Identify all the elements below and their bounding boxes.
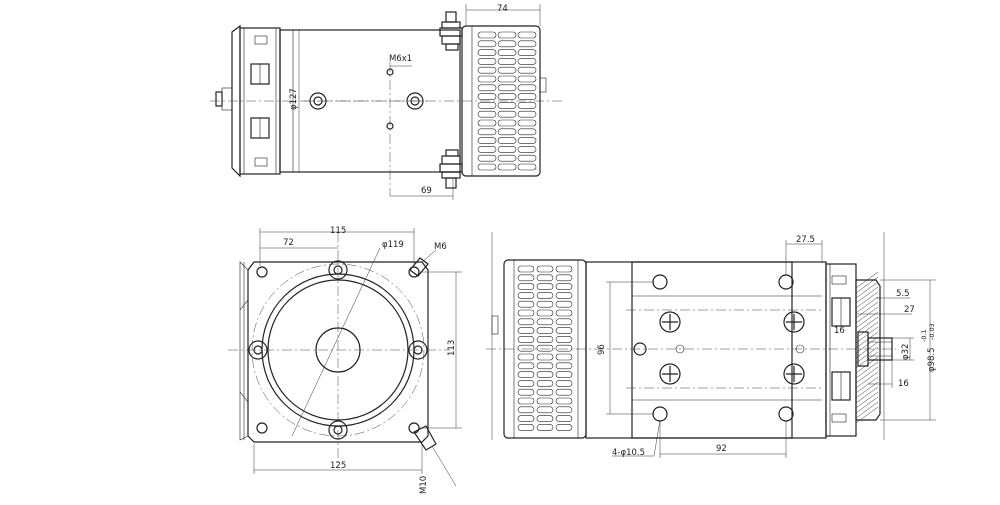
dim-shaft-key-bottom: 16 (898, 379, 909, 389)
dim-top-offset: 69 (421, 186, 432, 196)
dim-pilot-tol-upper: -0.1 (920, 329, 928, 342)
top-fan-vents (477, 31, 537, 171)
dim-side-width: 27.5 (796, 235, 815, 245)
side-bolts (633, 311, 805, 385)
dim-shaft-flange: 5.5 (896, 289, 910, 299)
dim-shaft-length: 27 (904, 305, 915, 315)
dim-front-height: 113 (447, 340, 457, 356)
dim-top-width: 74 (497, 4, 508, 14)
dim-pilot-tol-lower: -0.03 (928, 323, 936, 340)
dim-shaft-key-top: 16 (834, 326, 845, 336)
side-view: 27.5 96 4-φ10.5 92 5.5 27 16 16 φ32 φ98.… (486, 232, 937, 458)
side-fan-vents (517, 265, 573, 431)
top-view: 74 φ127 M6x1 69 (210, 4, 562, 200)
dim-pilot-diameter: φ98.5 (927, 347, 937, 372)
dim-side-hole-spacing: 92 (716, 444, 727, 454)
dim-top-diameter: φ127 (289, 88, 299, 110)
dim-side-height: 96 (597, 344, 607, 355)
dim-top-thread: M6x1 (389, 54, 412, 64)
dim-shaft-diameter: φ32 (901, 344, 911, 360)
dim-front-width: 115 (330, 226, 346, 236)
dim-front-hole-pos: 72 (283, 238, 294, 248)
dim-front-thread-bottom: M10 (419, 476, 429, 494)
dim-side-holes: 4-φ10.5 (612, 448, 645, 458)
dim-front-base: 125 (330, 461, 346, 471)
terminal-stud-bottom (439, 149, 463, 189)
flange-hatching (855, 271, 879, 424)
terminal-stud-top (439, 11, 463, 51)
dim-front-thread-top: M6 (434, 242, 447, 252)
front-view: 115 72 φ119 M6 113 125 M10 (228, 226, 462, 494)
dim-front-circle: φ119 (382, 240, 404, 250)
